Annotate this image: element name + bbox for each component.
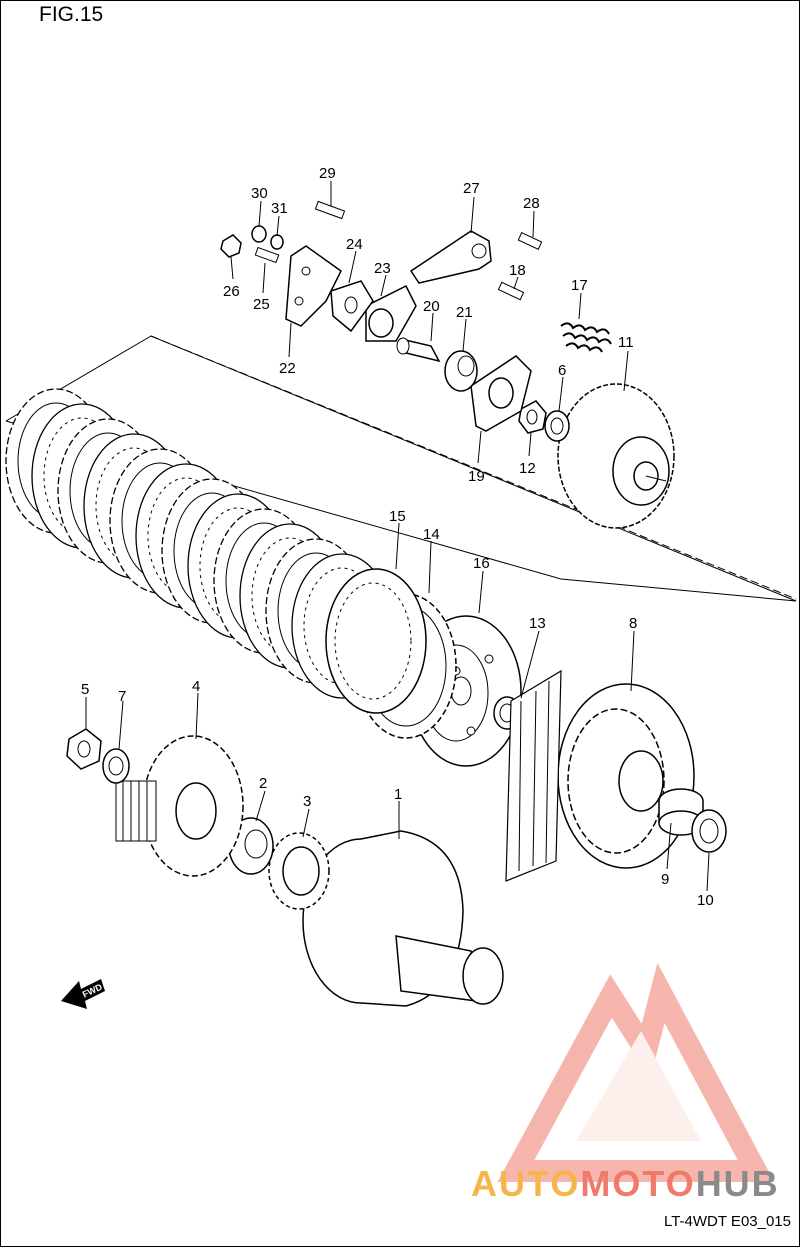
callout-26: 26 <box>223 283 240 300</box>
callout-7: 7 <box>118 688 126 705</box>
part-15-driven-plate <box>325 568 427 714</box>
callout-labels: 29 30 31 26 25 22 24 23 27 28 18 17 20 2… <box>81 165 714 909</box>
callout-25: 25 <box>253 296 270 313</box>
part-21-bearing <box>444 350 478 392</box>
callout-24: 24 <box>346 236 363 253</box>
callout-6: 6 <box>558 362 566 379</box>
part-17-spring <box>560 322 612 353</box>
part-5-nut <box>66 728 102 770</box>
callout-20: 20 <box>423 298 440 315</box>
watermark-auto: AUTO <box>471 1163 581 1204</box>
part-25-stud <box>254 246 280 264</box>
callout-1: 1 <box>394 786 402 803</box>
callout-11: 11 <box>618 334 634 351</box>
callout-23: 23 <box>374 260 391 277</box>
callout-13: 13 <box>529 615 546 632</box>
part-26-nut <box>220 234 242 258</box>
part-3-needle-bearing <box>268 832 330 910</box>
part-20-pin <box>396 337 441 363</box>
part-12-nut <box>518 400 547 434</box>
watermark-moto: MOTO <box>580 1163 696 1204</box>
leader-lines <box>85 181 710 892</box>
part-11-sleeve-hub <box>557 383 675 529</box>
callout-4: 4 <box>192 678 200 695</box>
part-24-gasket <box>330 280 374 333</box>
part-4-one-way-clutch <box>115 735 244 877</box>
part-28-bolt <box>517 232 543 250</box>
callout-16: 16 <box>473 555 490 572</box>
figure-title: FIG.15 <box>39 3 104 26</box>
part-27-release-lever <box>409 230 492 284</box>
part-18-bolt <box>497 281 525 301</box>
part-8-clutch-housing <box>505 669 695 882</box>
callout-5: 5 <box>81 681 89 698</box>
fwd-direction-badge: FWD <box>61 979 105 1009</box>
part-31-washer <box>270 234 284 250</box>
part-23-release-cam <box>365 284 417 342</box>
callout-29: 29 <box>319 165 336 182</box>
callout-3: 3 <box>303 793 311 810</box>
callout-19: 19 <box>468 468 485 485</box>
callout-18: 18 <box>509 262 526 279</box>
watermark-logo <box>497 962 775 1182</box>
callout-15: 15 <box>389 508 406 525</box>
part-10-washer <box>691 809 727 853</box>
drawing-code: LT-4WDT E03_015 <box>663 1213 791 1230</box>
callout-28: 28 <box>523 195 540 212</box>
part-30-nut <box>251 225 267 243</box>
part-29-bolt <box>314 200 346 220</box>
callout-2: 2 <box>259 775 267 792</box>
part-1-clutch-drum <box>302 830 504 1007</box>
callout-12: 12 <box>519 460 536 477</box>
callout-14: 14 <box>423 526 440 543</box>
part-7-washer <box>102 748 130 784</box>
clutch-plate-stack <box>5 388 393 699</box>
part-19-release-plate <box>470 355 532 432</box>
callout-10: 10 <box>697 892 714 909</box>
callout-8: 8 <box>629 615 637 632</box>
callout-21: 21 <box>456 304 473 321</box>
callout-22: 22 <box>279 360 296 377</box>
callout-9: 9 <box>661 871 669 888</box>
watermark-text: AUTOMOTOHUB <box>471 1163 780 1205</box>
watermark-hub: HUB <box>695 1163 780 1204</box>
callout-27: 27 <box>463 180 480 197</box>
callout-30: 30 <box>251 185 268 202</box>
callout-17: 17 <box>571 277 588 294</box>
part-6-washer <box>544 410 570 442</box>
part-22-bracket <box>285 245 342 327</box>
plate-group-frame <box>5 335 797 602</box>
callout-31: 31 <box>271 200 288 217</box>
